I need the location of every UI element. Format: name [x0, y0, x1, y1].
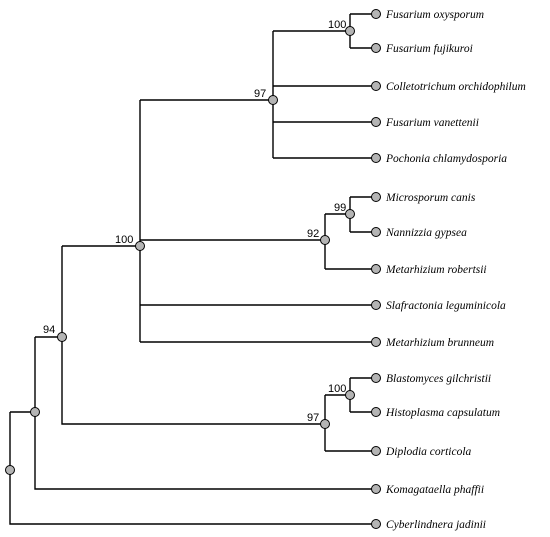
node-n6 — [345, 26, 355, 36]
leaf-node — [371, 373, 381, 383]
node-n4 — [135, 241, 145, 251]
taxon-label: Metarhizium brunneum — [385, 337, 494, 349]
branch-n4 — [139, 99, 376, 343]
taxon-label: Microsporum canis — [385, 192, 476, 204]
taxon-label: Fusarium oxysporum — [385, 9, 484, 21]
node-n8 — [345, 209, 355, 219]
leaf-node — [371, 484, 381, 494]
taxon-label: Fusarium vanettenii — [385, 117, 479, 129]
support-values: 100 97 99 92 100 100 97 94 — [43, 19, 346, 424]
leaf-node — [371, 117, 381, 127]
branch-n5 — [272, 30, 376, 159]
node-n7 — [320, 235, 330, 245]
support-label: 100 — [328, 19, 346, 31]
taxon-label: Slafractonia leguminicola — [386, 300, 506, 312]
leaf-node — [371, 446, 381, 456]
leaf-node — [371, 227, 381, 237]
support-label: 94 — [43, 324, 55, 336]
leaf-node — [371, 192, 381, 202]
node-n5 — [268, 95, 278, 105]
taxon-label: Metarhizium robertsii — [385, 264, 487, 276]
leaf-node — [371, 9, 381, 19]
support-label: 99 — [334, 202, 346, 214]
support-label: 97 — [307, 412, 319, 424]
leaf-nodes — [371, 9, 381, 529]
taxon-label: Cyberlindnera jadinii — [386, 519, 486, 531]
node-root — [5, 465, 15, 475]
taxon-label: Komagataella phaffii — [385, 484, 484, 496]
branch-n3 — [61, 245, 325, 425]
taxon-labels: Fusarium oxysporum Fusarium fujikuroi Co… — [385, 9, 526, 531]
leaf-node — [371, 81, 381, 91]
taxon-label: Pochonia chlamydosporia — [385, 153, 507, 165]
support-label: 97 — [254, 88, 266, 100]
support-label: 100 — [115, 234, 133, 246]
leaf-node — [371, 337, 381, 347]
taxon-label: Blastomyces gilchristii — [386, 373, 491, 385]
internal-nodes — [5, 26, 355, 475]
leaf-node — [371, 300, 381, 310]
node-n3 — [57, 332, 67, 342]
leaf-node — [371, 519, 381, 529]
leaf-node — [371, 43, 381, 53]
leaf-node — [371, 264, 381, 274]
tree-branches — [9, 13, 376, 525]
taxon-label: Histoplasma capsulatum — [385, 407, 500, 419]
support-label: 92 — [307, 228, 319, 240]
taxon-label: Fusarium fujikuroi — [385, 43, 473, 55]
taxon-label: Nannizzia gypsea — [385, 227, 467, 239]
branch-root — [9, 411, 376, 525]
taxon-label: Colletotrichum orchidophilum — [386, 81, 526, 93]
taxon-label: Diplodia corticola — [385, 446, 472, 458]
node-n2 — [30, 407, 40, 417]
leaf-node — [371, 407, 381, 417]
support-label: 100 — [328, 383, 346, 395]
leaf-node — [371, 153, 381, 163]
node-n9 — [320, 419, 330, 429]
node-n10 — [345, 390, 355, 400]
